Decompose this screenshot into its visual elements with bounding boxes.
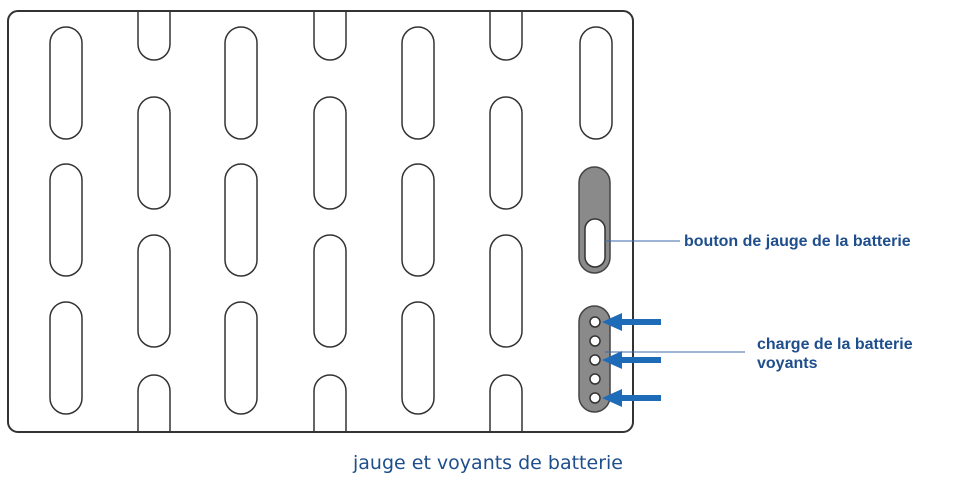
charge-leds-label: charge de la batterie voyants (757, 335, 913, 373)
vent-slot (224, 301, 258, 415)
vent-slot (489, 96, 523, 210)
battery-diagram (7, 10, 745, 433)
led-1 (589, 316, 601, 328)
led-4 (589, 373, 601, 385)
vent-slot (49, 301, 83, 415)
vent-slot (313, 96, 347, 210)
led-5 (589, 392, 601, 404)
vent-slot-top (489, 12, 523, 61)
vent-slots (49, 12, 613, 431)
vent-slot-bottom (313, 374, 347, 431)
battery-body (7, 10, 634, 433)
led-3 (589, 354, 601, 366)
charge-leds-label-line1: charge de la batterie (757, 336, 913, 353)
vent-slot (137, 234, 171, 348)
vent-slot-top (313, 12, 347, 61)
charge-leds-label-line2: voyants (757, 355, 818, 372)
vent-slot (313, 234, 347, 348)
led-arrow-5 (602, 389, 661, 407)
vent-slot (49, 163, 83, 277)
vent-slot (401, 163, 435, 277)
vent-slot (579, 26, 613, 140)
vent-slot (401, 301, 435, 415)
led-2 (589, 335, 601, 347)
diagram-caption: jauge et voyants de batterie (353, 452, 623, 474)
vent-slot-top (137, 12, 171, 61)
gauge-button-key[interactable] (584, 218, 606, 268)
vent-slot-bottom (137, 374, 171, 431)
vent-slot-bottom (489, 374, 523, 431)
vent-slot (49, 26, 83, 140)
vent-slot (224, 163, 258, 277)
vent-slot (224, 26, 258, 140)
vent-slot (401, 26, 435, 140)
led-arrow-3 (602, 351, 661, 369)
vent-slot (489, 234, 523, 348)
gauge-button-label: bouton de jauge de la batterie (684, 233, 911, 250)
gauge-button[interactable] (578, 166, 611, 274)
led-arrow-1 (602, 313, 661, 331)
charge-leds (589, 316, 601, 404)
vent-slot (137, 96, 171, 210)
led-arrows (602, 313, 661, 407)
